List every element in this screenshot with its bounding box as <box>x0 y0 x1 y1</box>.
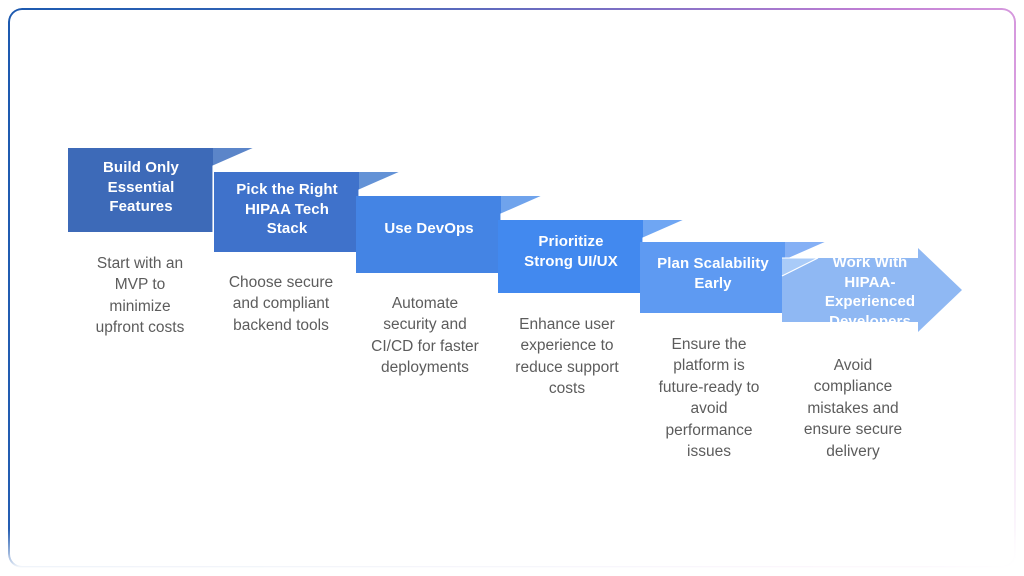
chevron-shape-3 <box>356 195 543 273</box>
chevron-shape-1 <box>68 147 255 232</box>
step-description-3: Automate security and CI/CD for faster d… <box>371 295 479 377</box>
step-title-2: Pick the Right HIPAA Tech Stack <box>236 181 338 237</box>
step-description-4: Enhance user experience to reduce suppor… <box>515 316 619 398</box>
arrow-shape-6 <box>781 248 962 332</box>
step-title-6: Work With HIPAA- Experienced Developers <box>824 254 916 330</box>
step-description-1: Start with an MVP to minimize upfront co… <box>95 255 185 337</box>
chevron-shape-4 <box>498 219 685 293</box>
step-description-5: Ensure the platform is future-ready to a… <box>658 336 760 460</box>
step-title-3: Use DevOps <box>384 220 474 237</box>
step-description-6: Avoid compliance mistakes and ensure sec… <box>803 357 903 460</box>
step-description-2: Choose secure and compliant backend tool… <box>228 274 334 334</box>
step-title-5: Plan Scalability Early <box>657 255 769 292</box>
step-title-1: Build Only Essential Features <box>103 159 179 215</box>
step-title-4: Prioritize Strong UI/UX <box>524 233 618 270</box>
